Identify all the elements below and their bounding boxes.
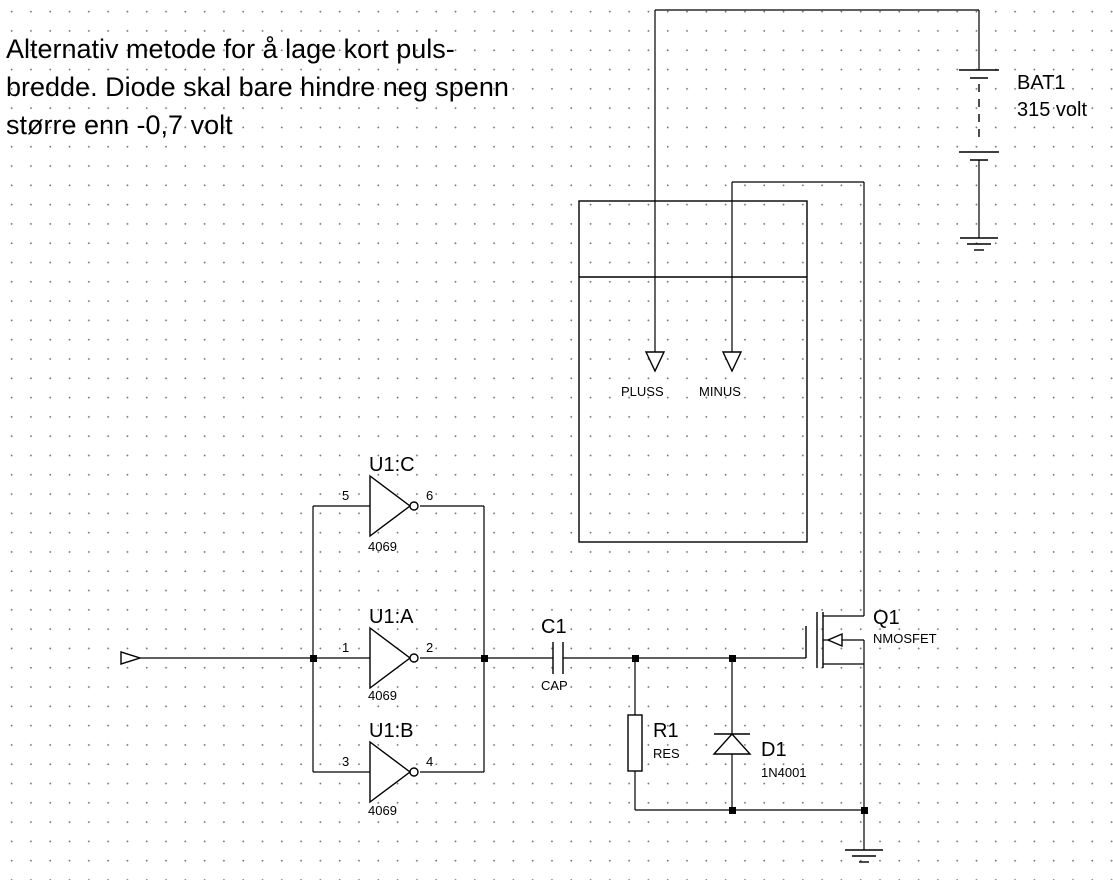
- d1-value: 1N4001: [761, 765, 807, 780]
- bat1-value: 315 volt: [1017, 99, 1087, 121]
- u1c-pin-in: 5: [342, 488, 349, 503]
- r1-ref: R1: [653, 720, 679, 742]
- u1b-value: 4069: [368, 803, 397, 818]
- output-bus-wires: [420, 505, 553, 773]
- resistor-r1: R1 RES: [627, 658, 680, 810]
- bat1-ref: BAT1: [1017, 72, 1066, 94]
- terminal-minus: MINUS: [699, 181, 864, 399]
- junction-dot: [481, 655, 488, 662]
- u1a-pin-out: 2: [426, 640, 433, 655]
- u1a-ref: U1:A: [369, 606, 414, 628]
- ground-rail: [635, 809, 865, 850]
- q1-ref: Q1: [873, 607, 900, 629]
- d1-ref: D1: [761, 739, 787, 761]
- junction-dot: [632, 655, 639, 662]
- junction-dot: [861, 807, 868, 814]
- q1-value: NMOSFET: [873, 631, 937, 646]
- capacitor-c1: C1 CAP: [541, 616, 806, 693]
- r1-value: RES: [653, 746, 680, 761]
- ground-icon: [845, 849, 883, 863]
- u1c-value: 4069: [368, 539, 397, 554]
- terminal-pluss-label: PLUSS: [621, 384, 664, 399]
- note-line-2: bredde. Diode skal bare hindre neg spenn: [6, 72, 509, 102]
- c1-value: CAP: [541, 678, 568, 693]
- u1c-pin-out: 6: [426, 488, 433, 503]
- inverter-u1b: U1:B 4069 3 4: [342, 720, 433, 818]
- junction-dot: [729, 807, 736, 814]
- note-line-3: større enn -0,7 volt: [6, 110, 233, 140]
- nmosfet-q1: Q1 NMOSFET: [805, 182, 937, 810]
- terminal-minus-label: MINUS: [699, 384, 741, 399]
- battery-bat1: BAT1 315 volt: [655, 9, 1087, 238]
- load-module: [578, 200, 808, 543]
- u1a-value: 4069: [368, 688, 397, 703]
- battery-ground-icon: [960, 237, 998, 251]
- diode-d1: D1 1N4001: [712, 658, 807, 810]
- u1b-pin-in: 3: [342, 754, 349, 769]
- input-bus-wires: [312, 505, 370, 773]
- u1a-pin-in: 1: [342, 640, 349, 655]
- u1b-pin-out: 4: [426, 754, 433, 769]
- inverter-u1a: U1:A 4069 1 2: [342, 606, 433, 703]
- terminal-pluss: PLUSS: [621, 10, 666, 399]
- junction-dot: [729, 655, 736, 662]
- u1b-ref: U1:B: [369, 720, 413, 742]
- u1c-ref: U1:C: [369, 454, 415, 476]
- junction-dots: [310, 655, 868, 814]
- c1-ref: C1: [541, 616, 567, 638]
- junction-dot: [310, 655, 317, 662]
- note-line-1: Alternativ metode for å lage kort puls-: [6, 34, 455, 64]
- inverter-u1c: U1:C 4069 5 6: [342, 454, 433, 554]
- input-terminal: [120, 651, 370, 665]
